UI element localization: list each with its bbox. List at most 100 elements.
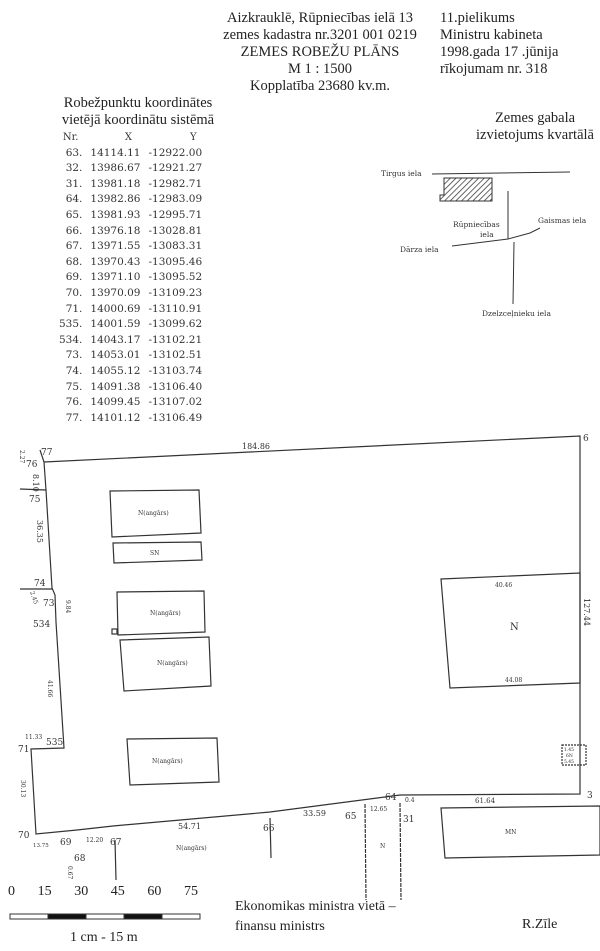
dimension-label: 2.45 bbox=[28, 590, 39, 605]
y-coordinate: -12982.71 bbox=[148, 177, 203, 190]
y-coordinate: -13099.62 bbox=[148, 318, 203, 331]
point-number: 534. bbox=[59, 333, 83, 346]
parcel-boundary bbox=[30, 435, 581, 835]
building-label: MN bbox=[505, 829, 516, 836]
y-coordinate: -13109.23 bbox=[148, 286, 203, 299]
street-line bbox=[512, 241, 515, 305]
street-label: Dzelzceļnieku iela bbox=[482, 309, 551, 318]
y-coordinate: -13103.74 bbox=[148, 364, 203, 377]
dimension-label: 12.65 bbox=[370, 806, 387, 813]
point-number: 31. bbox=[65, 177, 83, 190]
dimension-label: 36.35 bbox=[35, 520, 44, 543]
dimension-label: 0.4 bbox=[405, 797, 415, 804]
x-coordinate: 13970.09 bbox=[90, 286, 141, 299]
point-number: 66. bbox=[65, 224, 83, 237]
street-line bbox=[431, 171, 571, 175]
y-coordinate: -13095.52 bbox=[148, 271, 203, 284]
dimension-label: 44.08 bbox=[505, 677, 522, 684]
y-coordinate: -12995.71 bbox=[148, 208, 203, 221]
scale-tick: 75 bbox=[183, 884, 198, 899]
street-label: Gaismas iela bbox=[538, 216, 587, 225]
annex-line: rīkojumam nr. 318 bbox=[440, 61, 548, 77]
x-coordinate: 14043.17 bbox=[90, 333, 141, 346]
scale-tick: 30 bbox=[74, 884, 89, 899]
signatory-role-line: finansu ministrs bbox=[235, 919, 325, 934]
scale-segment bbox=[161, 913, 201, 920]
point-label: 73 bbox=[43, 599, 55, 609]
column-header-x: X bbox=[124, 132, 132, 143]
scale-tick: 45 bbox=[110, 884, 125, 899]
street-label: Tirgus iela bbox=[381, 169, 422, 178]
map-scale: M 1 : 1500 bbox=[287, 61, 353, 77]
garage-line bbox=[399, 802, 402, 901]
dimension-label: 33.59 bbox=[303, 809, 326, 818]
x-coordinate: 14114.11 bbox=[90, 146, 141, 159]
x-coordinate: 13971.10 bbox=[90, 271, 141, 284]
point-label: 31 bbox=[403, 815, 414, 825]
building-label: N bbox=[510, 622, 519, 633]
total-area: Kopplatība 23680 kv.m. bbox=[249, 78, 390, 94]
point-number: 535. bbox=[59, 318, 83, 331]
point-number: 64. bbox=[65, 193, 83, 206]
boundary-line bbox=[269, 817, 272, 859]
annex-line: 1998.gada 17 .jūnija bbox=[440, 44, 559, 60]
point-number: 77. bbox=[65, 411, 83, 424]
x-coordinate: 14101.12 bbox=[90, 411, 141, 424]
building-label: N(angārs) bbox=[152, 758, 183, 765]
column-header-y: Y bbox=[190, 132, 197, 143]
street-label: iela bbox=[480, 230, 494, 239]
annex-line: 11.pielikums bbox=[440, 10, 515, 26]
point-label: 75 bbox=[29, 495, 41, 505]
street-label: Dārza iela bbox=[400, 245, 439, 254]
coordinate-row: 77.14101.12-13106.49 bbox=[55, 411, 206, 427]
building-label: 5.45 bbox=[564, 759, 574, 765]
building-label: N bbox=[380, 843, 385, 850]
x-coordinate: 13981.18 bbox=[90, 177, 141, 190]
dimension-label: 61.64 bbox=[475, 797, 496, 805]
point-label: 71 bbox=[18, 745, 29, 755]
coordinate-row: 66.13976.18-13028.81 bbox=[55, 224, 206, 240]
location-map-title-line: Zemes gabala bbox=[494, 110, 576, 126]
coordinate-row: 534.14043.17-13102.21 bbox=[55, 333, 206, 349]
coordinates-title: Robežpunktu koordinātes vietējā koordinā… bbox=[48, 95, 228, 129]
point-number: 69. bbox=[65, 271, 83, 284]
building-label: N(angārs) bbox=[176, 845, 207, 852]
coordinates-title-line: Robežpunktu koordinātes bbox=[63, 95, 213, 111]
point-number: 73. bbox=[65, 349, 83, 362]
coordinate-row: 32.13986.67-12921.27 bbox=[55, 161, 206, 177]
x-coordinate: 13976.18 bbox=[90, 224, 141, 237]
point-label: 66 bbox=[263, 824, 275, 834]
point-label: 70 bbox=[18, 831, 30, 841]
y-coordinate: -13083.31 bbox=[148, 240, 203, 253]
dimension-label: 127.44 bbox=[582, 598, 591, 626]
document-title: ZEMES ROBEŽU PLĀNS bbox=[240, 44, 400, 60]
coordinate-row: 75.14091.38-13106.40 bbox=[55, 380, 206, 396]
point-number: 63. bbox=[65, 146, 83, 159]
dimension-label: 0.67 bbox=[66, 866, 73, 880]
coordinate-row: 68.13970.43-13095.46 bbox=[55, 255, 206, 271]
scale-segment bbox=[123, 913, 163, 920]
x-coordinate: 14091.38 bbox=[90, 380, 141, 393]
point-number: 75. bbox=[65, 380, 83, 393]
parcel-hatched bbox=[439, 177, 493, 202]
point-label: 3 bbox=[587, 791, 593, 801]
small-structure-6n bbox=[561, 744, 587, 766]
cadastre-number: zemes kadastra nr.3201 001 0219 bbox=[223, 27, 417, 43]
scale-tick: 15 bbox=[37, 884, 52, 899]
scale-segment bbox=[85, 913, 125, 920]
annex-reference: 11.pielikums Ministru kabineta 1998.gada… bbox=[440, 10, 558, 78]
point-number: 76. bbox=[65, 396, 83, 409]
building-label: N(angārs) bbox=[157, 660, 188, 667]
y-coordinate: -12922.00 bbox=[148, 146, 203, 159]
y-coordinate: -13102.51 bbox=[148, 349, 203, 362]
building-sn bbox=[112, 541, 203, 564]
point-number: 65. bbox=[65, 208, 83, 221]
dimension-label: 11.33 bbox=[25, 734, 42, 741]
column-header-nr: Nr. bbox=[62, 132, 79, 143]
building-hangar bbox=[119, 636, 212, 692]
dimension-label: 184.86 bbox=[242, 442, 270, 451]
dimension-label: 13.75 bbox=[33, 843, 49, 849]
point-label: 534 bbox=[33, 620, 50, 630]
coordinate-row: 70.13970.09-13109.23 bbox=[55, 286, 206, 302]
coordinates-table: Nr. X Y 63. 14114.11 -12922.00 32.13986.67-… bbox=[55, 130, 206, 426]
